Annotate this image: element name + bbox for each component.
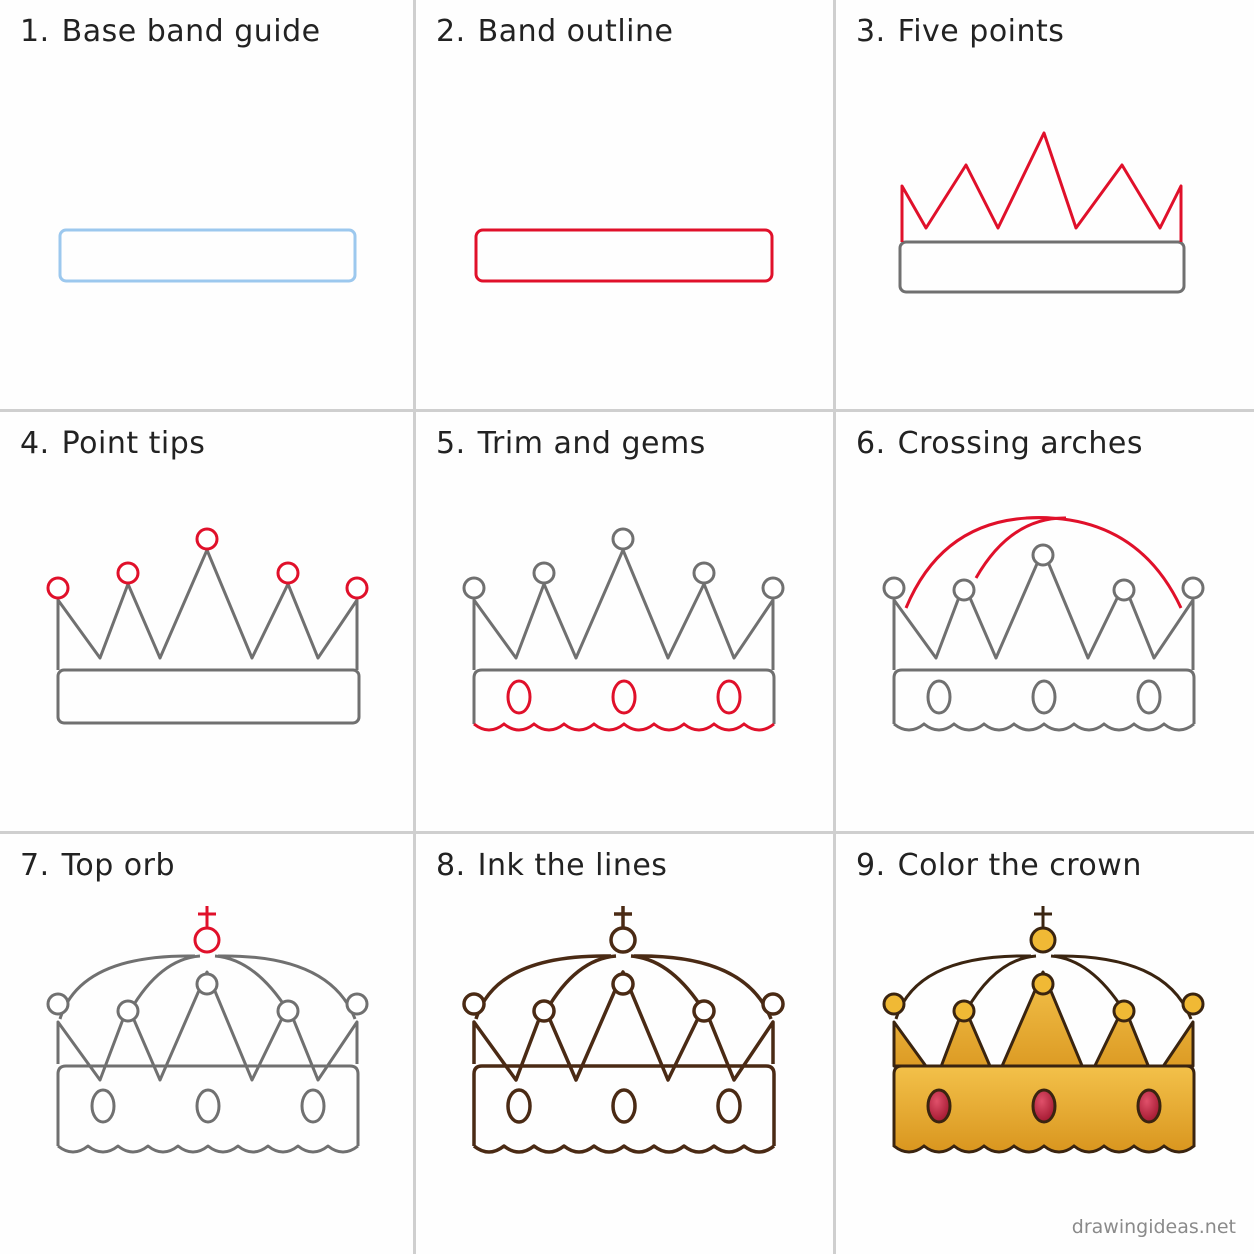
step-panel-8: 8.Ink the lines — [416, 834, 836, 1254]
crossing-arches-drawing — [882, 516, 1205, 732]
inked-crown-drawing — [462, 906, 785, 1154]
colored-crown-drawing — [882, 906, 1205, 1154]
step-title-5: 5.Trim and gems — [436, 426, 706, 461]
step-panel-6: 6.Crossing arches — [836, 412, 1254, 834]
step-panel-1: 1.Base band guide — [0, 0, 416, 412]
step-title-3: 3.Five points — [856, 14, 1065, 49]
base-band-guide-drawing — [58, 228, 357, 283]
step-title-6: 6.Crossing arches — [856, 426, 1143, 461]
step-title-7: 7.Top orb — [20, 848, 176, 883]
point-tips-drawing — [46, 527, 369, 725]
step-title-8: 8.Ink the lines — [436, 848, 668, 883]
step-panel-3: 3.Five points — [836, 0, 1254, 412]
trim-and-gems-drawing — [462, 527, 785, 732]
step-title-1: 1.Base band guide — [20, 14, 321, 49]
step-panel-4: 4.Point tips — [0, 412, 416, 834]
step-panel-2: 2.Band outline — [416, 0, 836, 412]
step-panel-5: 5.Trim and gems — [416, 412, 836, 834]
step-title-9: 9.Color the crown — [856, 848, 1142, 883]
band-outline-drawing — [474, 228, 774, 283]
step-title-4: 4.Point tips — [20, 426, 206, 461]
five-points-drawing — [898, 131, 1186, 294]
watermark: drawingideas.net — [1071, 1216, 1236, 1238]
step-title-2: 2.Band outline — [436, 14, 674, 49]
top-orb-drawing — [46, 906, 369, 1154]
step-panel-9: 9.Color the crown — [836, 834, 1254, 1254]
step-panel-7: 7.Top orb — [0, 834, 416, 1254]
